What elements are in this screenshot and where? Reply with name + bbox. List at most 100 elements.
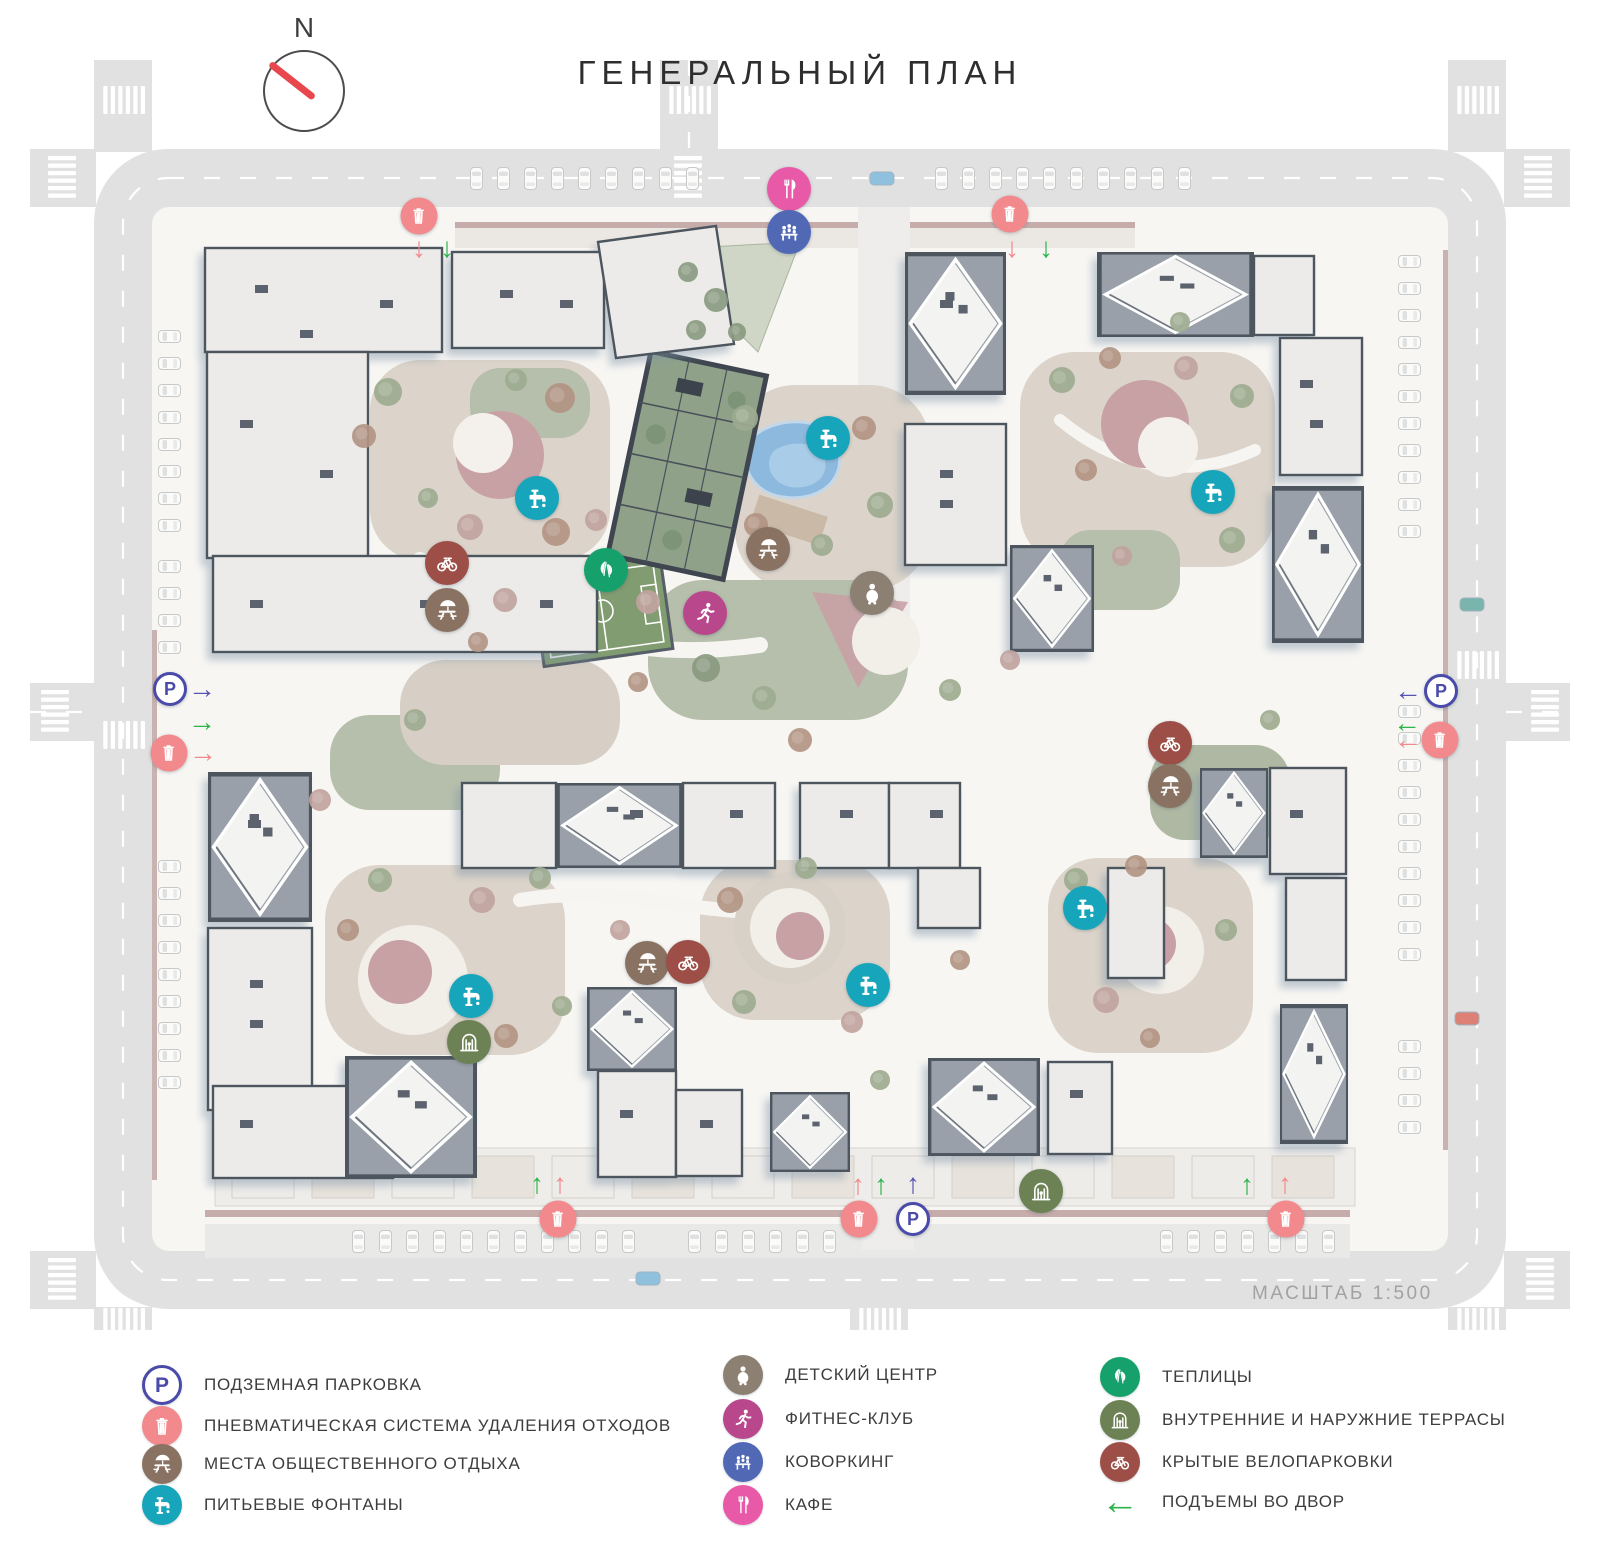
building (887, 781, 962, 870)
fitness-icon (723, 1399, 763, 1439)
roof-vent (940, 500, 953, 508)
parked-car (497, 167, 510, 190)
site-plan-map (30, 60, 1570, 1330)
tree (404, 709, 426, 731)
parked-car (158, 492, 181, 505)
townhouse-front (871, 1155, 935, 1199)
tree (1174, 356, 1198, 380)
legend-item-drinking-fountains: ПИТЬЕВЫЕ ФОНТАНЫ (142, 1485, 403, 1525)
roof-vent (940, 300, 953, 308)
roof-vent (250, 980, 263, 988)
tree (795, 857, 817, 879)
tree (1125, 855, 1147, 877)
building (596, 1069, 678, 1179)
parked-car (1398, 732, 1421, 745)
building-diamond (345, 1056, 477, 1178)
boardwalk (750, 494, 828, 546)
roof-vent (250, 1020, 263, 1028)
tree (493, 588, 517, 612)
building (211, 554, 599, 654)
parked-car (433, 1230, 446, 1253)
parked-car (158, 860, 181, 873)
tree (811, 534, 833, 556)
parked-car (1398, 498, 1421, 511)
parked-car (1241, 1230, 1254, 1253)
tree (309, 789, 331, 811)
tree (788, 728, 812, 752)
car (1454, 1011, 1480, 1026)
tree (610, 920, 630, 940)
parked-car (568, 1230, 581, 1253)
parked-car (1151, 167, 1164, 190)
parked-car (989, 167, 1002, 190)
parked-car (487, 1230, 500, 1253)
building-diamond (587, 987, 677, 1071)
roof-vent (240, 1120, 253, 1128)
building (1046, 1060, 1114, 1156)
legend-label: ПИТЬЕВЫЕ ФОНТАНЫ (204, 1495, 404, 1514)
tree (628, 672, 648, 692)
roof-vent (1070, 1090, 1083, 1098)
tree (732, 405, 758, 431)
crosswalk (1524, 156, 1552, 198)
roof-vent (1290, 810, 1303, 818)
tree (939, 679, 961, 701)
building (450, 250, 606, 350)
car (1459, 597, 1485, 612)
tree (678, 262, 698, 282)
parked-car (1398, 444, 1421, 457)
parked-car (1178, 167, 1191, 190)
parked-car (1322, 1230, 1335, 1253)
tree (457, 514, 483, 540)
parked-car (715, 1230, 728, 1253)
tree (468, 632, 488, 652)
tree (469, 887, 495, 913)
crosswalk (859, 1308, 901, 1330)
parked-car (1398, 840, 1421, 853)
building (1278, 336, 1364, 477)
roof-vent (300, 330, 313, 338)
parked-car (1398, 336, 1421, 349)
parked-car (1398, 525, 1421, 538)
tree (636, 590, 660, 614)
parked-car (158, 411, 181, 424)
legend-label: ПОДЪЕМЫ ВО ДВОР (1162, 1492, 1345, 1511)
parked-car (1398, 471, 1421, 484)
legend-item-waste-system: ПНЕВМАТИЧЕСКАЯ СИСТЕМА УДАЛЕНИЯ ОТХОДОВ (142, 1406, 671, 1446)
buildings (203, 224, 1364, 1180)
tree (585, 509, 607, 531)
tree (692, 654, 720, 682)
parked-car (686, 167, 699, 190)
entry-arrow-icon: ← (1101, 1481, 1139, 1523)
greenhouse-leaf-icon (1100, 1357, 1140, 1397)
parked-car (158, 1049, 181, 1062)
building-diamond (210, 774, 311, 920)
roof-vent (320, 470, 333, 478)
roof-vent (620, 1110, 633, 1118)
tree (1075, 459, 1097, 481)
tree (867, 492, 893, 518)
building (903, 422, 1008, 567)
parked-car (1398, 1121, 1421, 1134)
parked-car (823, 1230, 836, 1253)
roof-vent (255, 285, 268, 293)
parked-car (1398, 390, 1421, 403)
parked-car (158, 995, 181, 1008)
roof-vent (730, 810, 743, 818)
tree (1215, 919, 1237, 941)
parked-car (1070, 167, 1083, 190)
parked-car (470, 167, 483, 190)
parked-car (1398, 255, 1421, 268)
kids-icon (723, 1355, 763, 1395)
roof-vent (930, 810, 943, 818)
legend-item-terraces: ВНУТРЕННИЕ И НАРУЖНИЕ ТЕРРАСЫ (1100, 1400, 1506, 1440)
building (206, 926, 314, 1112)
parked-car (158, 465, 181, 478)
townhouse-front (1271, 1155, 1335, 1199)
parked-car (158, 438, 181, 451)
roof-vent (630, 810, 643, 818)
building-diamond (1010, 545, 1094, 652)
parked-car (541, 1230, 554, 1253)
townhouse-front (471, 1155, 535, 1199)
legend-label: МЕСТА ОБЩЕСТВЕННОГО ОТДЫХА (204, 1454, 521, 1473)
